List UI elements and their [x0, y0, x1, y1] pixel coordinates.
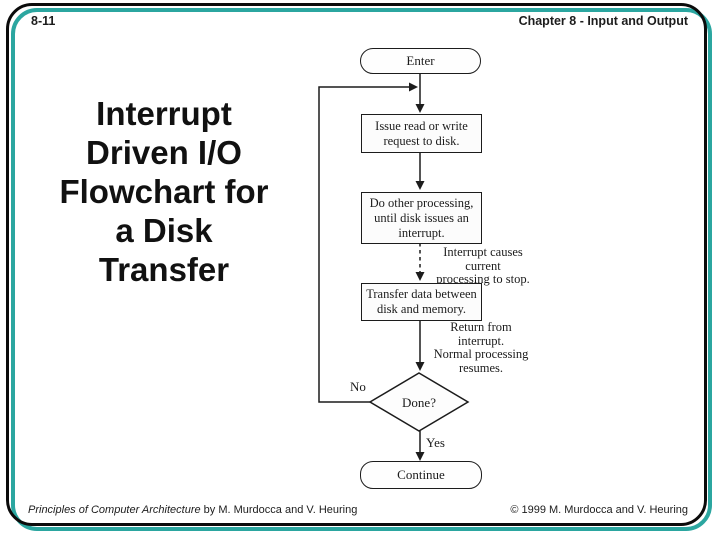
edge-no-loop — [318, 86, 409, 403]
transfer-data-label: Transfer data between disk and memory. — [366, 287, 477, 316]
arrowhead-right-icon — [409, 82, 418, 92]
arrowhead-down-icon — [415, 104, 425, 113]
decision-done-label: Done? — [402, 395, 436, 410]
flowchart-node-do-other-processing: Do other processing, until disk issues a… — [361, 192, 482, 244]
footer-book-title: Principles of Computer Architecture — [28, 504, 201, 516]
enter-label: Enter — [406, 53, 435, 68]
footer-copyright: © 1999 M. Murdocca and V. Heuring — [510, 504, 688, 516]
footer-book-authors: by M. Murdocca and V. Heuring — [200, 504, 358, 516]
page-number: 8-11 — [31, 14, 56, 28]
flowchart-node-enter: Enter — [360, 48, 481, 74]
edge-label-no: No — [350, 379, 366, 394]
arrowhead-down-icon — [415, 272, 425, 281]
slide-frame-shadow — [11, 8, 712, 531]
slide-frame — [6, 3, 707, 526]
edge-label-yes: Yes — [426, 435, 445, 450]
decision-diamond — [368, 372, 470, 432]
flowchart-node-transfer-data: Transfer data between disk and memory. — [361, 283, 482, 321]
arrowhead-down-icon — [415, 452, 425, 461]
do-other-processing-label: Do other processing, until disk issues a… — [369, 195, 474, 240]
continue-label: Continue — [397, 467, 445, 482]
flowchart-node-issue-request: Issue read or write request to disk. — [361, 114, 482, 153]
footer-book-credit: Principles of Computer Architecture by M… — [28, 504, 357, 516]
arrowhead-down-icon — [415, 181, 425, 190]
arrowhead-down-icon — [415, 362, 425, 371]
issue-request-label: Issue read or write request to disk. — [375, 118, 468, 148]
annotation-interrupt-stops-processing: Interrupt causes current processing to s… — [436, 245, 530, 286]
annotation-return-from-interrupt: Return from interrupt. Normal processing… — [433, 320, 529, 375]
flowchart-node-continue: Continue — [360, 461, 482, 489]
chapter-header: Chapter 8 - Input and Output — [518, 14, 688, 28]
slide-title: Interrupt Driven I/O Flowchart for a Dis… — [59, 95, 269, 288]
